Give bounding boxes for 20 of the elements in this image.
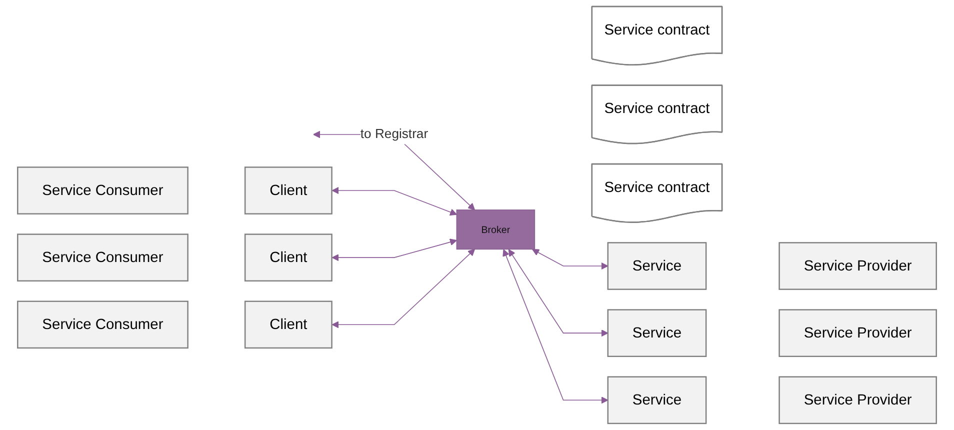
arrow: [332, 238, 458, 262]
node-box: Service Provider: [778, 376, 937, 424]
arrow: [332, 186, 458, 216]
node-box: Service Consumer: [17, 234, 188, 282]
arrow: [332, 248, 476, 328]
arrow: [532, 249, 608, 270]
node-box: Client: [244, 234, 332, 282]
node-box: Service: [607, 376, 707, 424]
node-box: Service: [607, 309, 707, 357]
node-box: Service Consumer: [17, 166, 188, 214]
node-box: Client: [244, 166, 332, 214]
node-box: Service Provider: [778, 309, 937, 357]
edge-label: to Registrar: [360, 127, 428, 142]
node-box: Broker: [456, 210, 536, 250]
arrow: [508, 249, 608, 337]
node-box: Service: [607, 242, 707, 290]
arrow: [502, 249, 608, 404]
node-box: Service Consumer: [17, 300, 188, 349]
node-box: Service Provider: [778, 242, 937, 290]
node-box: Client: [244, 300, 332, 349]
